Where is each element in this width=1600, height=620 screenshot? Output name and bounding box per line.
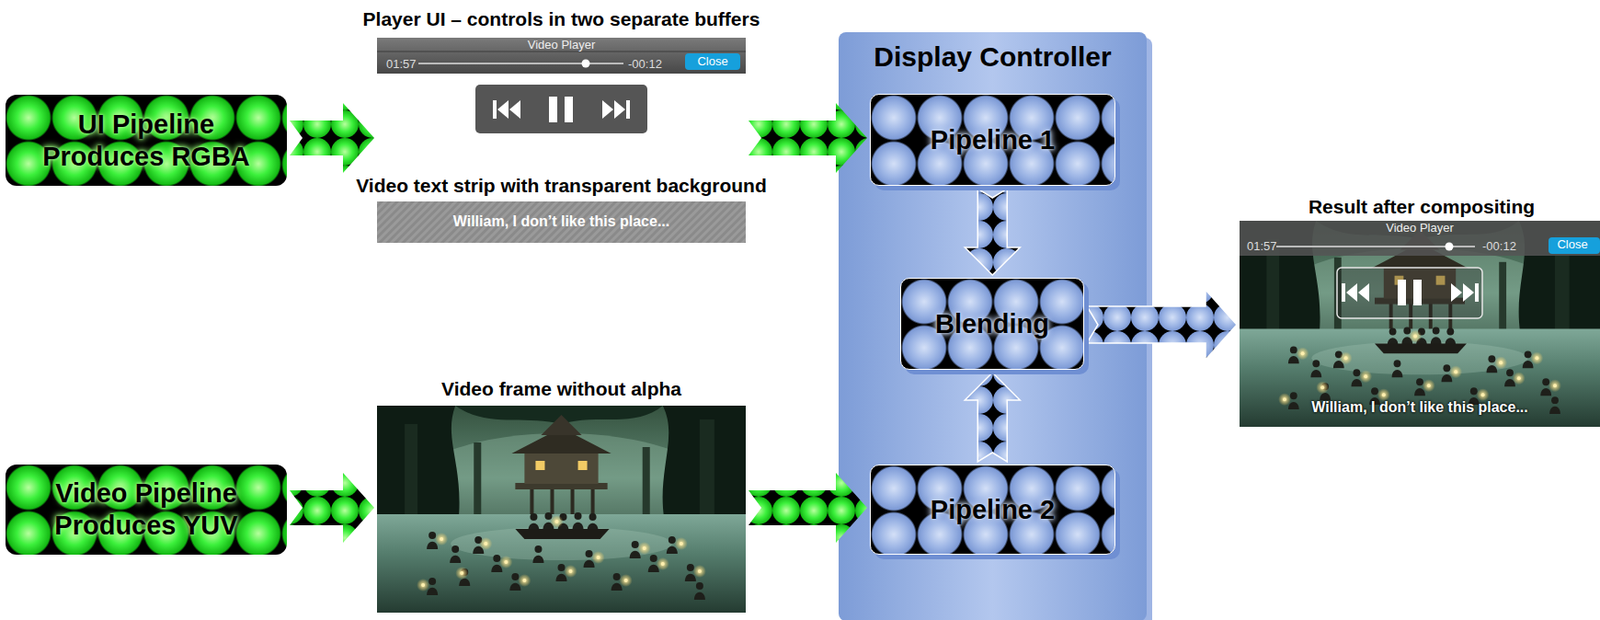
display-controller-panel: Display ControllerPipeline 1 BlendingPipe… (838, 32, 1147, 617)
player-ui-bar (377, 37, 746, 74)
result-heading: Result after compositing (1246, 194, 1597, 218)
pipeline-box-label: Pipeline 2 (930, 493, 1055, 526)
elapsed-time: 01:57 (1246, 239, 1303, 254)
flow-arrow (289, 102, 375, 173)
flow-arrow (289, 472, 375, 543)
ui-buffer-image: Player UI – controls in two separate buf… (377, 37, 746, 152)
player-controls-part (475, 84, 648, 134)
subtitle-text: William, I don’t like this place... (377, 212, 746, 230)
pipeline-box: Pipeline 2 (869, 464, 1116, 555)
composited-frame-part (1239, 220, 1600, 256)
subtitle-strip (377, 201, 746, 243)
close-button-label: Close (685, 54, 741, 69)
pipeline-source-box: UI Pipeline Produces RGBA (5, 94, 287, 186)
composited-frame-part (1337, 267, 1483, 319)
remaining-time: -00:12 (628, 57, 684, 72)
player-ui-bar-part (582, 59, 591, 69)
pipeline-source-box: Video Pipeline Produces YUV (5, 464, 287, 555)
player-controls (475, 84, 648, 134)
player-ui-bar-part (418, 62, 624, 65)
buffer-heading: Video frame without alpha (303, 377, 820, 400)
composited-frame-part (1239, 220, 1600, 427)
flow-arrow (964, 188, 1020, 275)
subtitle-buffer-image: Video text strip with transparent backgr… (377, 201, 746, 243)
panel-title: Display Controller (838, 40, 1147, 74)
blending-box: Blending (900, 277, 1085, 370)
flow-arrow (748, 102, 868, 173)
composited-frame (1239, 220, 1600, 427)
composited-frame-part (1445, 242, 1454, 252)
blending-box-label: Blending (935, 308, 1050, 341)
video-frame-image: Video frame without alpha (377, 405, 746, 613)
player-controls-part (492, 96, 630, 123)
player-ui-bar-part (377, 37, 746, 74)
flow-arrow (1086, 289, 1237, 360)
buffer-heading: Video text strip with transparent backgr… (303, 173, 820, 197)
remaining-time: -00:12 (1482, 239, 1538, 254)
flow-arrow (964, 372, 1020, 462)
pipeline-source-box-label: Video Pipeline Produces YUV (16, 477, 276, 542)
subtitle-text: William, I don’t like this place... (1239, 398, 1600, 416)
pipeline-box: Pipeline 1 (869, 93, 1116, 186)
pipeline-box-label: Pipeline 1 (930, 124, 1055, 157)
video-frame (377, 405, 746, 613)
composited-result-image: Result after compositingVideo Player01:5… (1239, 220, 1600, 427)
subtitle-strip-part (377, 201, 746, 243)
composited-frame-part (1341, 279, 1479, 306)
window-title: Video Player (1239, 220, 1600, 236)
buffer-heading: Player UI – controls in two separate buf… (303, 7, 820, 31)
close-button-label: Close (1548, 237, 1597, 252)
video-frame-part (377, 405, 746, 613)
flow-arrow (748, 472, 868, 543)
player-ui-bar-part (685, 53, 741, 70)
elapsed-time: 01:57 (386, 57, 442, 72)
window-title: Video Player (377, 37, 746, 53)
composited-frame-part (1548, 237, 1600, 254)
pipeline-source-box-label: UI Pipeline Produces RGBA (16, 108, 276, 173)
